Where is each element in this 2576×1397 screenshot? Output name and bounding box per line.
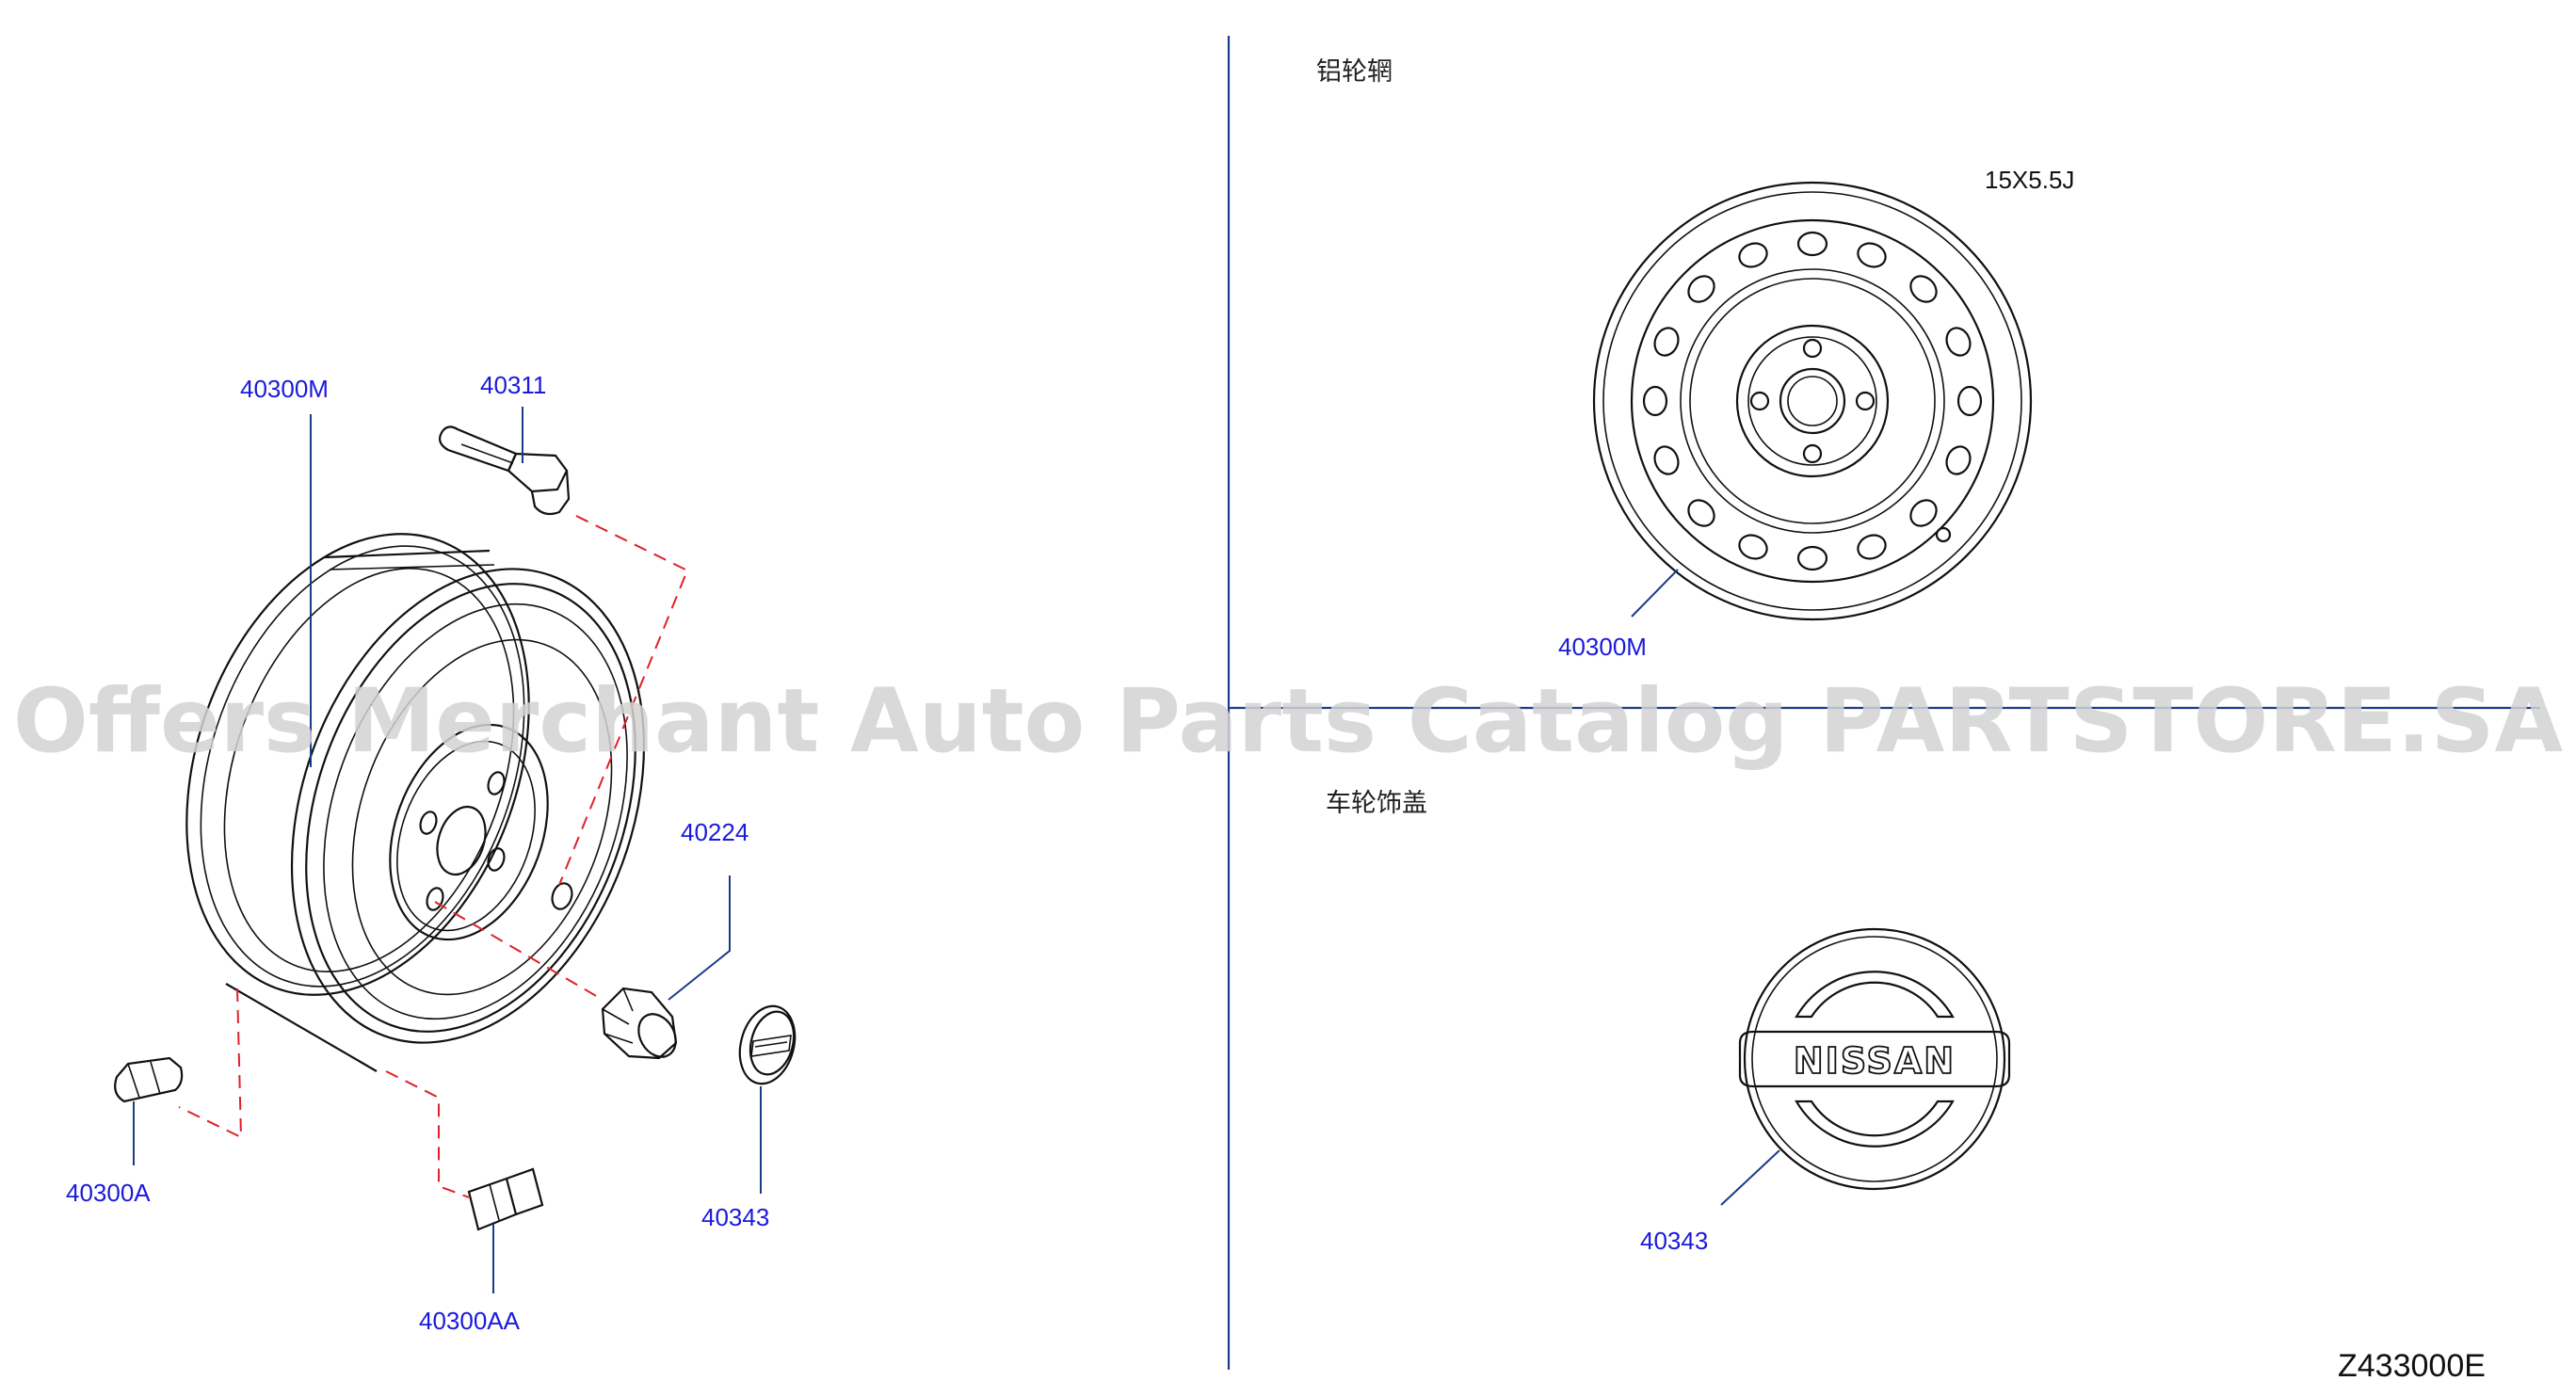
wheel-nut[interactable] — [601, 987, 684, 1064]
part-number-valve[interactable]: 40311 — [480, 371, 546, 399]
watermark: Offers Merchant Auto Parts Catalog PARTS… — [13, 670, 2563, 773]
balance-weight-aa[interactable] — [467, 1167, 544, 1231]
valve-hole — [1935, 526, 1952, 543]
valve-stem[interactable] — [438, 426, 571, 516]
section-title-alloy-wheel: 铝轮辋 — [1316, 57, 1393, 87]
leader-cap-right — [1720, 1149, 1780, 1206]
steel-wheel-front-view[interactable] — [1592, 181, 2033, 621]
part-number-weight-aa[interactable]: 40300AA — [419, 1307, 521, 1335]
balance-weight-a[interactable] — [114, 1056, 184, 1103]
part-number-cap-right[interactable]: 40343 — [1640, 1227, 1708, 1255]
wheel-size-label: 15X5.5J — [1985, 166, 2074, 194]
nissan-logo-text: NISSAN — [1794, 1040, 1956, 1082]
part-number-wheel-left[interactable]: 40300M — [240, 375, 329, 403]
part-number-wheel-right[interactable]: 40300M — [1558, 633, 1647, 661]
leader-lines-left — [133, 407, 762, 1293]
section-title-wheel-cover: 车轮饰盖 — [1326, 789, 1427, 818]
part-number-nut[interactable]: 40224 — [681, 818, 749, 846]
figure-code: Z433000E — [2338, 1348, 2486, 1384]
center-cap-front-view[interactable]: NISSAN — [1738, 927, 2011, 1191]
steel-wheel-exploded[interactable] — [126, 486, 707, 1092]
wheel-vent-holes — [1642, 231, 1983, 571]
part-number-cap-left[interactable]: 40343 — [701, 1203, 769, 1231]
assembly-hidden-lines — [178, 515, 689, 1198]
small-center-cap[interactable] — [732, 1000, 803, 1090]
part-number-weight-a[interactable]: 40300A — [66, 1179, 151, 1207]
leader-wheel-right — [1631, 569, 1679, 618]
